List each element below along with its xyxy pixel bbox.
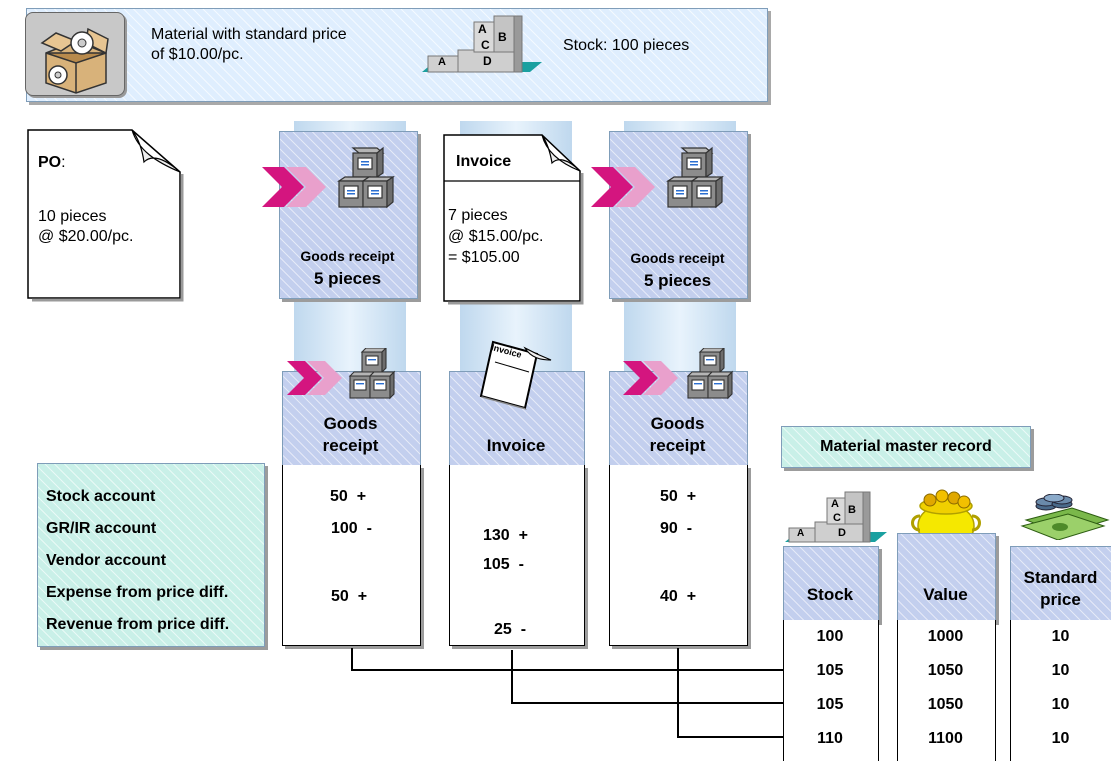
master-abc-a2: A [831,498,839,510]
material-description: Material with standard price of $10.00/p… [151,26,347,63]
invoice-entry-revenue: 25 - [494,621,527,638]
master-price-header-label: Standard price [1023,568,1098,609]
connector-gr1 [351,648,783,671]
gr2-posting-header-label: Goods receipt [649,414,706,455]
gr1-posting-body [282,465,421,646]
master-stock-value: 105 [816,662,844,679]
master-price-values: 10 10 10 10 [1010,620,1111,756]
abc-label-d: D [483,54,492,68]
account-vendor: Vendor account [46,552,167,569]
stock-summary: Stock: 100 pieces [563,37,690,54]
gr1-posting-arrow-icon [287,361,351,400]
abc-label-a2: A [478,22,487,36]
master-price-cell: 10 [1051,696,1070,713]
gr2-goods-stack-icon [664,146,726,229]
accounts-box [37,463,265,647]
master-stock-icon: A A B C D [783,490,888,550]
gr1-posting-header-label: Goods receipt [322,414,379,455]
master-value-cell: 1100 [928,730,963,747]
gr2-posting-arrow-icon [623,361,687,400]
gr1-goods-stack-icon [335,146,397,229]
invoice-posting-body [449,465,585,646]
master-value-header-label: Value [923,585,968,604]
gr2-step-box [609,131,748,299]
abc-label-b: B [498,30,507,44]
master-price-cell: 10 [1051,628,1070,645]
gr2-posting-stack-icon [684,346,738,409]
invoice-doc-title: Invoice [456,153,512,170]
po-line-1: 10 pieces [38,208,107,225]
abc-label-a: A [438,56,446,68]
master-price-header [1010,546,1111,622]
master-price-body [1010,620,1111,761]
master-abc-c: C [833,512,841,524]
gr2-entry-grir: 90 - [660,520,693,537]
gr2-arrow-icon [591,167,667,212]
master-stock-value: 100 [816,628,844,645]
gr1-arrow-icon [262,167,338,212]
gr2-entry-expense: 40 + [660,588,697,605]
invoice-posting-header-label: Invoice [486,436,546,455]
master-stock-header-label: Stock [806,585,854,604]
master-stock-body [783,620,879,761]
po-title: PO [38,154,62,171]
gr2-step-qty: 5 pieces [643,271,712,290]
master-price-cell: 10 [1051,662,1070,679]
gr1-step-qty: 5 pieces [313,269,382,288]
connector-invoice [511,650,783,704]
master-abc-b: B [848,504,856,516]
po-document: PO: 10 pieces @ $20.00/pc. [26,128,184,302]
invoice-doc-icon: Invoice [477,338,557,417]
invoice-entry-grir: 130 + [483,527,528,544]
master-stock-value: 105 [816,696,844,713]
po-line-2: @ $20.00/pc. [38,228,134,245]
connector-gr2 [677,648,783,738]
material-master-title: Material master record [781,426,1031,468]
master-value-body [897,620,996,761]
po-colon: : [61,154,66,171]
header-banner [26,8,768,102]
master-value-cell: 1000 [927,628,964,645]
invoice-document: Invoice 7 pieces @ $15.00/pc. = $105.00 [442,133,584,305]
master-value-header [897,533,996,622]
gr2-posting-body [609,465,748,646]
account-stock: Stock account [46,488,156,505]
gr2-step-label: Goods receipt [630,250,725,266]
gr1-posting-stack-icon [346,346,400,409]
master-stock-values: 100 105 105 110 [783,620,877,756]
invoice-doc-line-1: 7 pieces [448,207,508,224]
master-value-cell: 1050 [927,662,964,679]
gr1-step-box [279,131,418,299]
gr1-step-label: Goods receipt [300,248,395,264]
master-value-values: 1000 1050 1050 1100 [897,620,994,756]
gr1-entry-expense: 50 + [331,588,368,605]
master-abc-a: A [797,528,805,539]
abc-label-c: C [481,38,490,52]
abc-stock-icon: A B A C D [420,12,545,80]
gr2-entry-stock: 50 + [660,488,697,505]
money-stack-icon [1012,493,1111,541]
master-abc-d: D [838,527,846,539]
invoice-doc-line-2: @ $15.00/pc. [448,228,544,245]
account-expense: Expense from price diff. [46,584,229,601]
account-grir: GR/IR account [46,520,157,537]
material-box-icon [25,12,125,96]
master-price-cell: 10 [1051,730,1070,747]
gr1-entry-stock: 50 + [330,488,367,505]
invoice-entry-vendor: 105 - [483,556,524,573]
master-stock-header [783,546,879,622]
master-value-cell: 1050 [927,696,964,713]
gr1-entry-grir: 100 - [331,520,372,537]
invoice-doc-line-3: = $105.00 [448,249,520,266]
account-revenue: Revenue from price diff. [46,616,230,633]
master-stock-value: 110 [817,730,843,747]
